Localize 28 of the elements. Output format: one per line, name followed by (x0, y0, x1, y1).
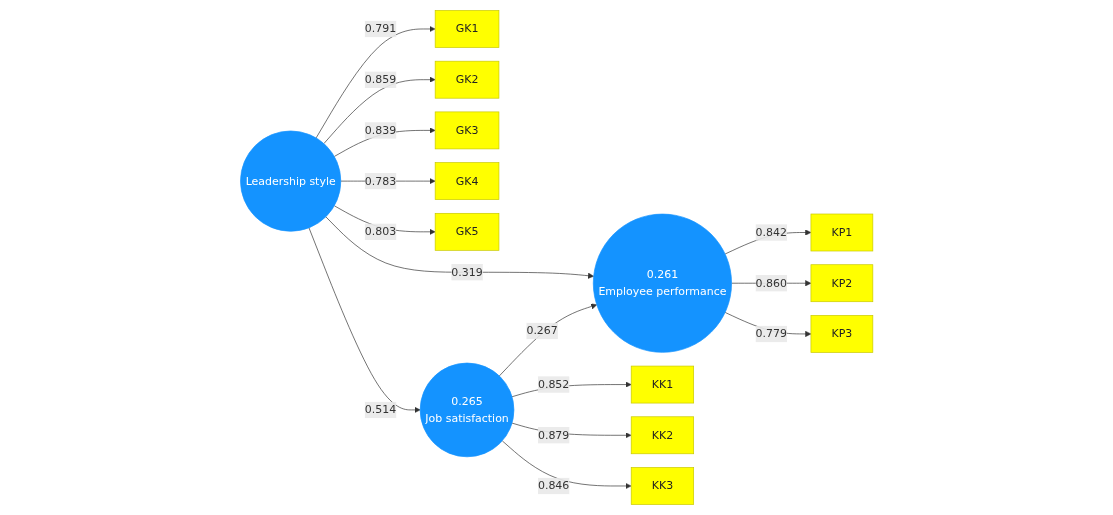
node-box: KP1 (810, 213, 873, 252)
node-box: GK3 (434, 111, 500, 150)
edge-label: 0.852 (537, 377, 570, 391)
node-box: KP3 (810, 315, 873, 353)
edge-label: 0.779 (755, 327, 787, 341)
edge-label: 0.803 (364, 224, 397, 238)
node-box: GK4 (434, 162, 500, 200)
node-box: GK5 (434, 213, 500, 251)
edge-label: 0.783 (364, 174, 397, 188)
edge-label: 0.842 (755, 225, 787, 239)
edge-label: 0.839 (364, 123, 397, 137)
node-box: KP2 (810, 264, 873, 303)
edge-label: 0.859 (364, 72, 397, 86)
node-box: GK2 (434, 60, 500, 99)
node-box: KK3 (630, 467, 694, 505)
node-box: GK1 (434, 10, 500, 48)
edge-label: 0.791 (364, 22, 397, 36)
edge-label: 0.879 (537, 428, 570, 442)
node-circle: 0.261 Employee performance (592, 213, 732, 353)
node-circle: 0.265 Job satisfaction (419, 362, 515, 458)
edge-label: 0.267 (526, 324, 558, 338)
node-box: KK1 (630, 365, 694, 404)
edge-label: 0.846 (537, 479, 570, 493)
node-circle: Leadership style (239, 130, 341, 232)
edge-label: 0.319 (451, 265, 483, 279)
edge-label: 0.860 (755, 276, 787, 290)
edge-label: 0.514 (364, 403, 397, 417)
node-box: KK2 (630, 416, 694, 455)
